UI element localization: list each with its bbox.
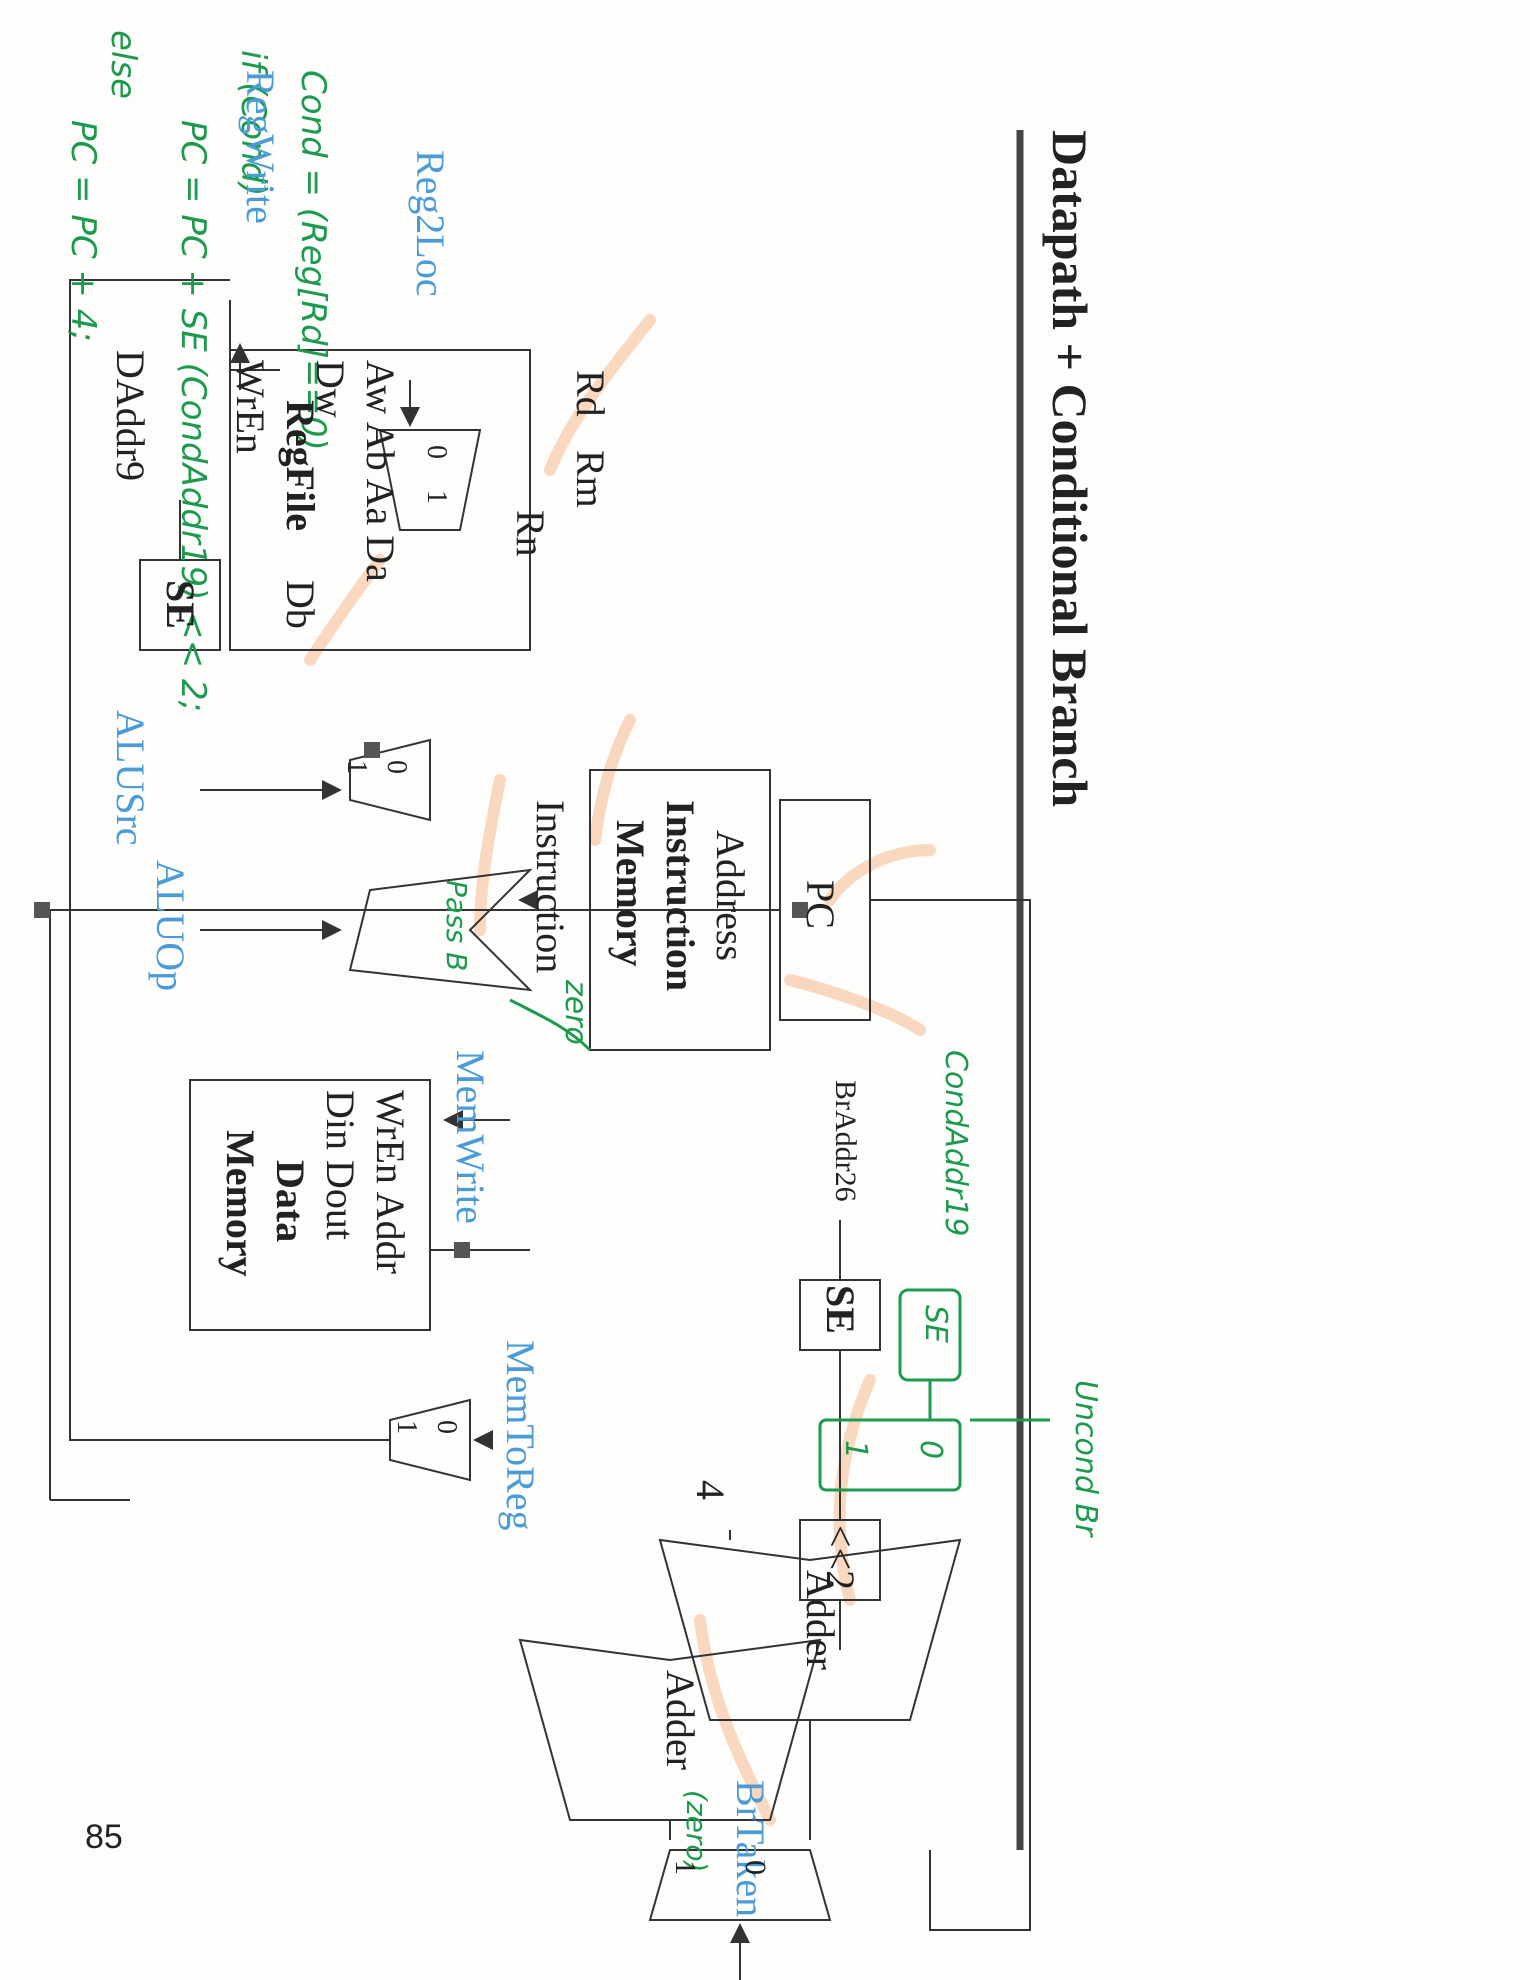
adder-right-shape	[518, 1638, 822, 1821]
annotation-line4: else	[103, 30, 143, 99]
mux-reg-0: 0	[421, 445, 452, 459]
annotation-cond-addr: CondAddr19	[938, 1050, 973, 1237]
pc-loop-wire	[870, 899, 1031, 1931]
pc-to-adders-wire	[49, 909, 780, 1500]
annotation-se: SE	[918, 1305, 953, 1343]
annotation-zero-mark: zero	[558, 980, 593, 1045]
reg2loc-label: Reg2Loc	[408, 150, 453, 297]
writeback-wire	[69, 279, 390, 1441]
adder-left-label: Adder	[798, 1570, 843, 1670]
imem-instruction-label: Instruction	[658, 800, 703, 992]
four-label: 4	[688, 1480, 733, 1500]
rd-label: Rd	[568, 370, 613, 417]
rf-db: Db	[278, 580, 323, 629]
imem-memory-label: Memory	[608, 820, 653, 967]
dm-top: WrEn Addr	[368, 1090, 413, 1274]
memtoreg-label: MemToReg	[498, 1340, 543, 1531]
mux-alu-1: 1	[341, 760, 372, 774]
daddr-label: DAddr9	[108, 350, 153, 482]
regwrite-label: RegWrite	[238, 70, 283, 224]
mux-wb-1: 1	[391, 1420, 422, 1434]
annotation-line5: PC = PC + 4;	[63, 120, 103, 342]
annotation-uncond: Uncond Br	[1068, 1380, 1103, 1537]
rm-label: Rm	[568, 450, 613, 508]
page-title: Datapath + Conditional Branch	[1042, 130, 1098, 808]
highlighter-traces	[304, 314, 936, 1826]
rf-wren: WrEn	[228, 360, 273, 454]
mux-br-1: 1	[669, 1860, 702, 1875]
aluop-label: ALUOp	[148, 860, 193, 992]
mux-reg2loc-shape	[378, 429, 482, 531]
adder-left-shape	[658, 1538, 962, 1721]
alusrc-label: ALUSrc	[108, 710, 153, 846]
alu-shape	[348, 868, 533, 992]
regfile-box	[229, 349, 531, 651]
brtaken-label: BrTaken	[728, 1780, 773, 1918]
se-bottom-label: SE	[158, 580, 203, 629]
mux-br-0: 0	[739, 1860, 772, 1875]
mux-alu-0: 0	[381, 760, 412, 774]
annotation-pass-b: Pass B	[440, 880, 473, 972]
instruction-label: Instruction	[528, 800, 573, 974]
green-ink-strokes	[509, 998, 1050, 1492]
mux-wb-0: 0	[431, 1420, 462, 1434]
pc-label: PC	[798, 880, 843, 929]
se-top-label: SE	[818, 1285, 863, 1334]
mux-brtaken-shape	[648, 1849, 832, 1921]
adder-right-label: Adder	[658, 1670, 703, 1770]
mux-alusrc-shape	[349, 738, 431, 822]
dm-mid: Din Dout	[318, 1090, 363, 1240]
annotation-mux-zero: 0	[913, 1440, 948, 1460]
rf-ports-top: Aw Ab Aa Da	[358, 360, 403, 582]
imem-address-label: Address	[708, 830, 753, 962]
memwrite-label: MemWrite	[448, 1050, 493, 1224]
data-memory-box	[189, 1079, 431, 1331]
rn-label: Rn	[508, 510, 553, 557]
mux-memtoreg-shape	[389, 1398, 471, 1482]
rf-name: RegFile	[278, 400, 323, 532]
dm-data: Data	[268, 1160, 313, 1243]
mux-reg-1: 1	[421, 490, 452, 504]
dm-memory: Memory	[218, 1130, 263, 1277]
annotation-mux-one: 1	[838, 1440, 873, 1460]
braddr-label: BrAddr26	[829, 1080, 862, 1202]
page-number: 85	[85, 1818, 123, 1856]
